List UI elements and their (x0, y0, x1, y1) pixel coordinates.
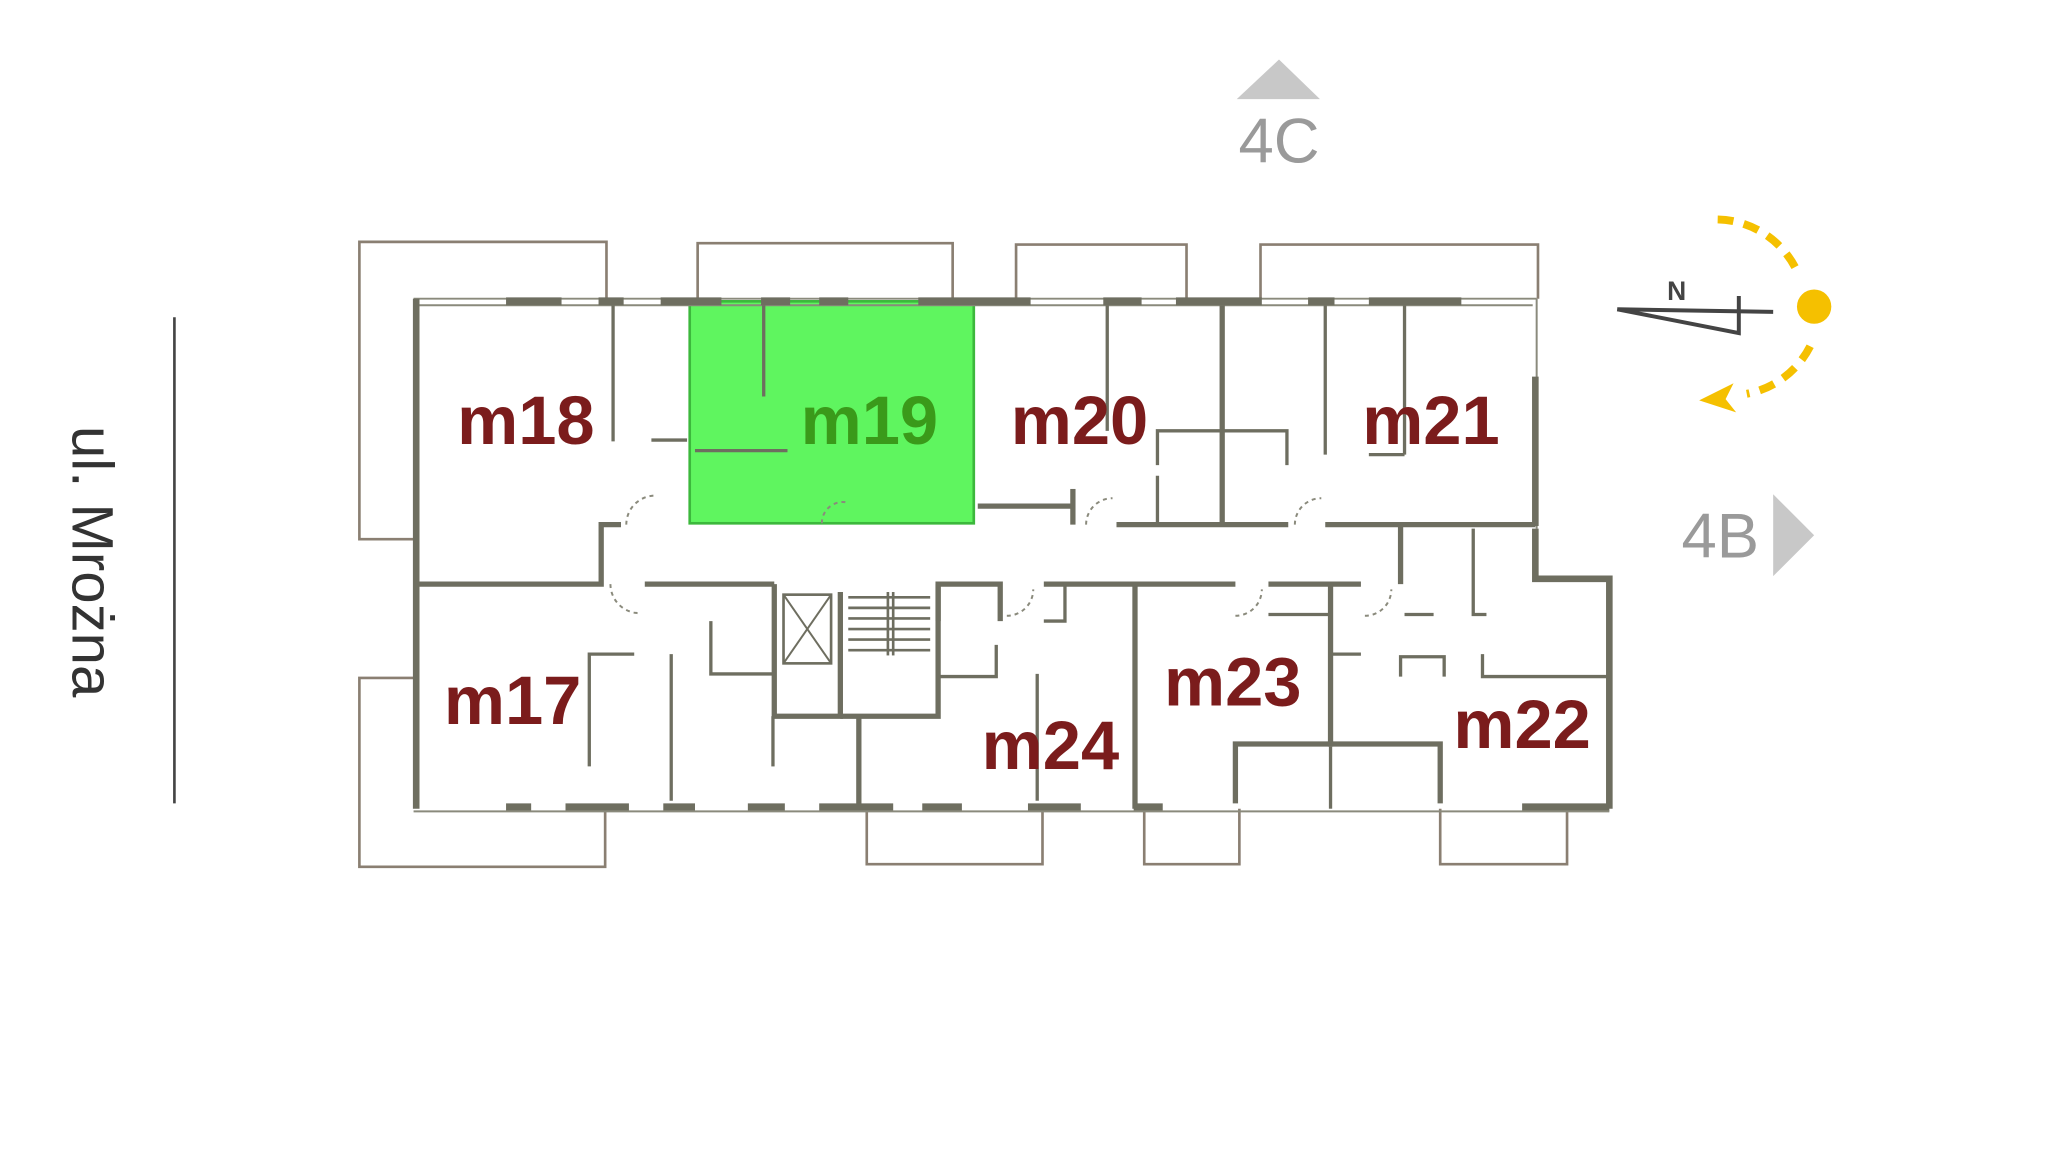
balconies (358, 240, 1569, 869)
nav-4c-button[interactable]: 4C (1236, 59, 1320, 177)
nav-4b-button[interactable]: 4B (1682, 494, 1815, 577)
elevator-icon (782, 593, 833, 665)
compass: N (1616, 215, 1832, 413)
apartment-m23-label[interactable]: m23 (1164, 644, 1301, 721)
apartment-m18-label[interactable]: m18 (457, 382, 594, 459)
street-label: ul. Mrożna (60, 426, 125, 698)
arrow-right-icon (1773, 494, 1815, 577)
apartment-m17-label[interactable]: m17 (444, 662, 581, 739)
nav-4c-label: 4C (1238, 107, 1319, 177)
apartment-m20-label[interactable]: m20 (1011, 382, 1148, 459)
compass-north-label: N (1667, 276, 1686, 306)
arrow-up-icon (1236, 59, 1320, 100)
apartment-m24-label[interactable]: m24 (982, 707, 1119, 784)
sun-path-icon (1699, 215, 1832, 413)
walls (412, 297, 1613, 813)
nav-4b-label: 4B (1682, 502, 1760, 572)
stairs-icon (848, 592, 931, 656)
apartment-m19-label[interactable]: m19 (801, 382, 938, 459)
apartment-m19-highlight[interactable] (688, 300, 976, 525)
north-arrow-icon (1616, 296, 1774, 336)
apartment-m22-label[interactable]: m22 (1453, 686, 1590, 763)
apartment-m21-label[interactable]: m21 (1362, 382, 1499, 459)
